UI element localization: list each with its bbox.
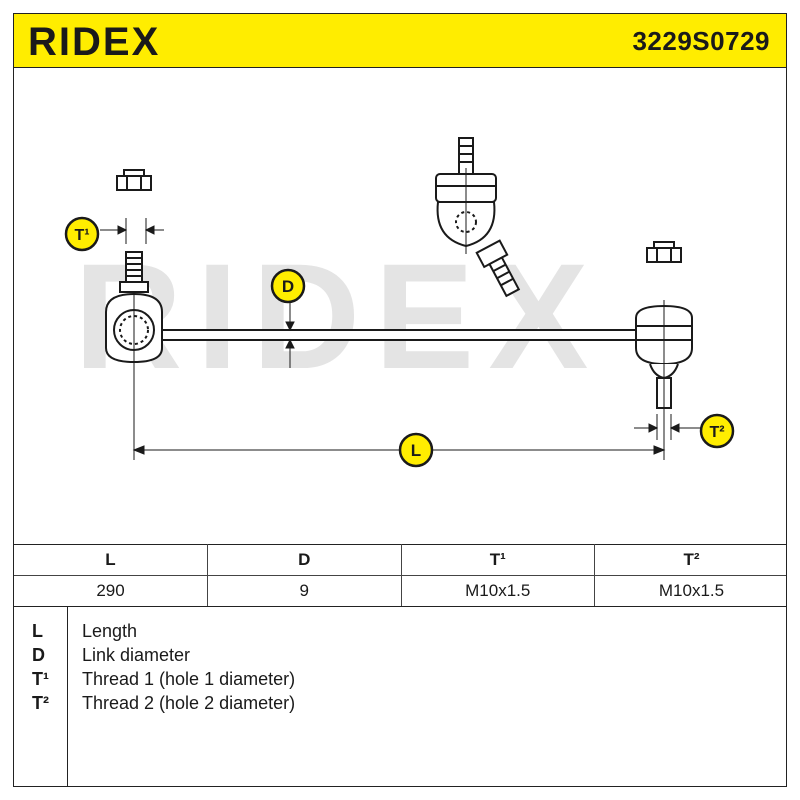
spec-value-t2: M10x1.5: [594, 575, 786, 607]
brand-logo: RIDEX: [28, 22, 160, 62]
spec-header-row: L D T¹ T²: [14, 544, 786, 576]
legend-key: T¹: [32, 669, 49, 689]
spec-value-row: 290 9 M10x1.5 M10x1.5: [14, 575, 786, 607]
link-rod: [161, 329, 641, 341]
legend-row: L Length: [14, 621, 786, 645]
l-badge-text: L: [411, 441, 421, 460]
left-ball-joint: [105, 251, 163, 368]
t1-badge: T¹: [64, 216, 100, 252]
t2-dimension: [634, 414, 702, 440]
t2-badge-text: T²: [709, 424, 724, 441]
right-nut: [646, 241, 682, 263]
legend-desc: Thread 1 (hole 1 diameter): [82, 669, 296, 689]
technical-drawing: RIDEX: [64, 137, 735, 468]
right-ball-joint: [635, 300, 693, 448]
legend-key: L: [32, 621, 43, 641]
legend-row: T¹ Thread 1 (hole 1 diameter): [14, 669, 786, 693]
d-badge: D: [270, 268, 306, 304]
spec-value-t1: M10x1.5: [400, 575, 595, 607]
legend-key: T²: [32, 693, 49, 713]
spec-table: L D T¹ T² 290 9 M10x1.5 M10x1.5: [14, 544, 786, 607]
spec-header-d: D: [207, 544, 402, 576]
brand-logo-text: RIDEX: [28, 22, 160, 62]
legend-desc: Link diameter: [82, 645, 191, 665]
center-ball-joint: [435, 137, 521, 298]
legend: L Length D Link diameter T¹ Thread 1 (ho…: [14, 606, 786, 786]
part-number: 3229S0729: [632, 26, 770, 56]
spec-header-l: L: [14, 544, 208, 576]
left-nut: [116, 169, 152, 191]
header-bar: RIDEX 3229S0729: [14, 14, 786, 68]
legend-key: D: [32, 645, 45, 665]
legend-row: T² Thread 2 (hole 2 diameter): [14, 693, 786, 717]
legend-desc: Length: [82, 621, 138, 641]
t2-badge: T²: [699, 413, 735, 449]
spec-header-t1: T¹: [400, 544, 595, 576]
spec-value-l: 290: [14, 575, 208, 607]
spec-header-t2: T²: [594, 544, 786, 576]
page-frame: RIDEX 3229S0729 RIDEX: [13, 13, 787, 787]
d-dimension: [285, 300, 295, 368]
spec-value-d: 9: [207, 575, 402, 607]
l-badge: L: [398, 432, 434, 468]
t1-dimension: [100, 218, 164, 244]
legend-row: D Link diameter: [14, 645, 786, 669]
legend-desc: Thread 2 (hole 2 diameter): [82, 693, 296, 713]
t1-badge-text: T¹: [74, 227, 89, 244]
d-badge-text: D: [282, 277, 294, 296]
legend-divider: [67, 607, 68, 786]
